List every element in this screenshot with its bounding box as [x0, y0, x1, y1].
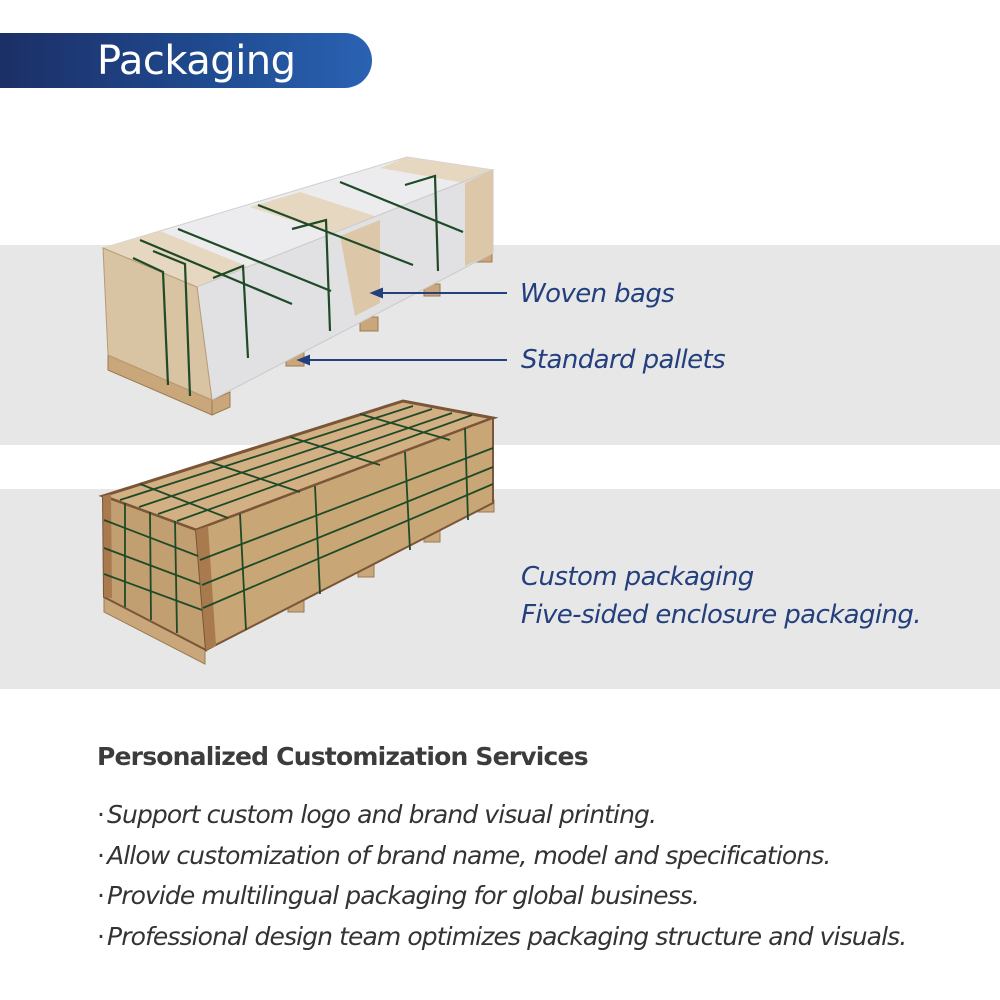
bullet-mark: · [97, 921, 105, 951]
service-text: Support custom logo and brand visual pri… [107, 800, 657, 829]
five-sided-enclosure-label: Five-sided enclosure packaging. [521, 600, 922, 630]
bullet-mark: · [97, 840, 105, 870]
service-item: ·Professional design team optimizes pack… [97, 917, 907, 958]
service-item: ·Allow customization of brand name, mode… [97, 836, 906, 877]
service-item: ·Provide multilingual packaging for glob… [97, 876, 906, 917]
woven-bags-label: Woven bags [520, 279, 675, 309]
page-title: Packaging [97, 38, 296, 84]
service-text: Allow customization of brand name, model… [107, 840, 831, 870]
title-banner [0, 33, 372, 88]
service-text: Provide multilingual packaging for globa… [107, 881, 700, 910]
standard-pallets-label: Standard pallets [521, 345, 726, 375]
custom-packaging-label: Custom packaging [521, 562, 754, 592]
bullet-mark: · [97, 800, 105, 829]
service-item: ·Support custom logo and brand visual pr… [97, 795, 906, 836]
bullet-mark: · [97, 881, 105, 910]
service-text: Professional design team optimizes packa… [107, 921, 907, 951]
services-heading: Personalized Customization Services [97, 742, 589, 771]
services-list: ·Support custom logo and brand visual pr… [97, 795, 907, 958]
